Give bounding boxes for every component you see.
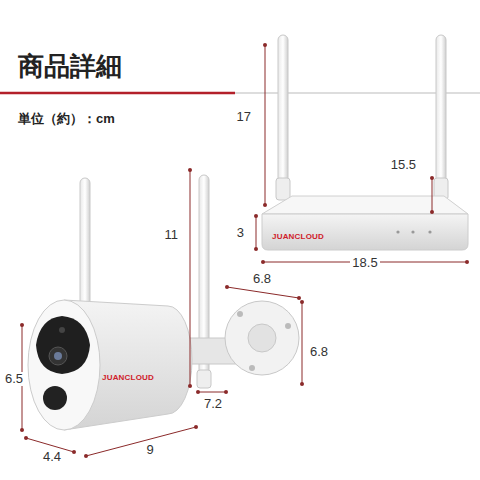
dimension: 15.5 bbox=[389, 158, 418, 172]
dimension-lines bbox=[22, 45, 467, 456]
camera bbox=[28, 175, 299, 430]
dimension: 17 bbox=[235, 110, 253, 124]
dimension: 11 bbox=[163, 228, 181, 242]
dimension: 3 bbox=[235, 226, 246, 240]
dimension: 6.8 bbox=[251, 272, 273, 286]
dimension: 18.5 bbox=[350, 256, 379, 270]
mount-plate bbox=[225, 301, 299, 375]
dimension-ends bbox=[20, 43, 469, 458]
router bbox=[262, 35, 468, 250]
brand-logo: JUANCLOUD bbox=[102, 374, 154, 383]
brand-logo: JUANCLOUD bbox=[272, 233, 324, 242]
unit-note: 単位（約）：cm bbox=[18, 112, 115, 126]
dimension: 4.4 bbox=[41, 450, 63, 464]
dimension: 6.5 bbox=[3, 372, 25, 386]
page-title: 商品詳細 bbox=[18, 52, 122, 81]
dimension: 9 bbox=[144, 443, 155, 457]
header-rule bbox=[0, 92, 235, 95]
dimension: 6.8 bbox=[308, 345, 330, 359]
dimension: 7.2 bbox=[202, 397, 224, 411]
